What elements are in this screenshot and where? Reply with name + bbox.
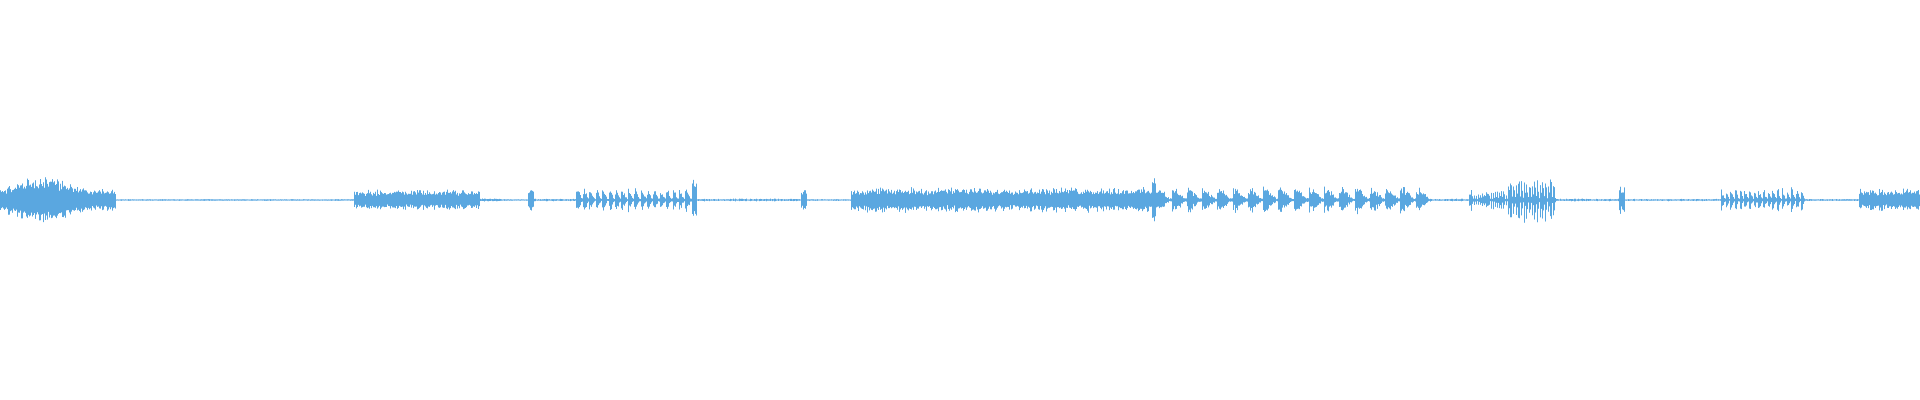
waveform-bars — [0, 177, 1920, 223]
